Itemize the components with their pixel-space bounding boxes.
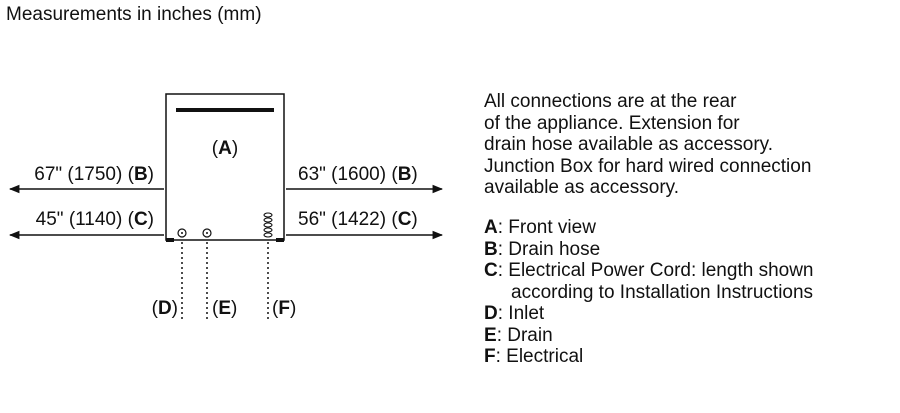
left-dim-label-c: 45" (1140) (C) [36,209,154,230]
legend-item-a: A: Front view [484,217,814,239]
legend-continuation: according to Installation Instructions [511,281,814,303]
legend-text: : Inlet [497,303,545,324]
legend-key: E [484,324,497,346]
legend-item-f: F: Electrical [484,346,814,368]
legend-key: B [484,238,498,260]
appliance-foot-left [166,238,174,242]
legend-item-b: B: Drain hose [484,239,814,261]
legend-text: : Drain [496,324,553,346]
electrical-connection-icon [263,212,273,238]
legend-key: F [484,346,496,367]
connection-label-f: (F) [272,298,296,319]
legend-item-d: D: Inlet [484,303,814,325]
legend-key: D [484,303,498,324]
notes-line: drain hose available as accessory. [484,134,774,155]
legend: A: Front view B: Drain hose C: Electrica… [484,217,814,368]
legend-item-c: C: Electrical Power Cord: length shown [484,260,814,282]
inlet-connection-icon [177,228,187,238]
legend-key: C [484,260,498,281]
installation-notes: All connections are at the rear of the a… [484,91,811,199]
appliance-foot-right [276,238,284,242]
notes-line: available as accessory. [484,177,680,198]
drain-connection-icon [202,228,212,238]
notes-line: of the appliance. Extension for [484,112,740,134]
front-view-label: (A) [212,138,238,159]
left-dim-label-b: 67" (1750) (B) [34,164,154,185]
right-dim-label-c: 56" (1422) (C) [298,209,418,230]
connection-label-e: (E) [212,298,237,319]
legend-key: A [484,217,498,238]
right-dim-label-b: 63" (1600) (B) [298,164,418,185]
notes-line: Junction Box for hard wired connection [484,155,812,177]
page-title: Measurements in inches (mm) [6,4,262,25]
connection-label-d: (D) [152,298,178,319]
legend-text: : Front view [497,217,596,238]
notes-line: All connections are at the rear [484,91,737,112]
dimension-diagram: (A) 67" (1750) (B) 45" (1140) (C) 63" (1… [8,93,444,322]
legend-text: : Electrical [495,346,584,367]
legend-item-e: E: Drain [484,325,814,347]
legend-text: : Electrical Power Cord: length shown [497,260,814,281]
legend-text: : Drain hose [497,238,601,260]
